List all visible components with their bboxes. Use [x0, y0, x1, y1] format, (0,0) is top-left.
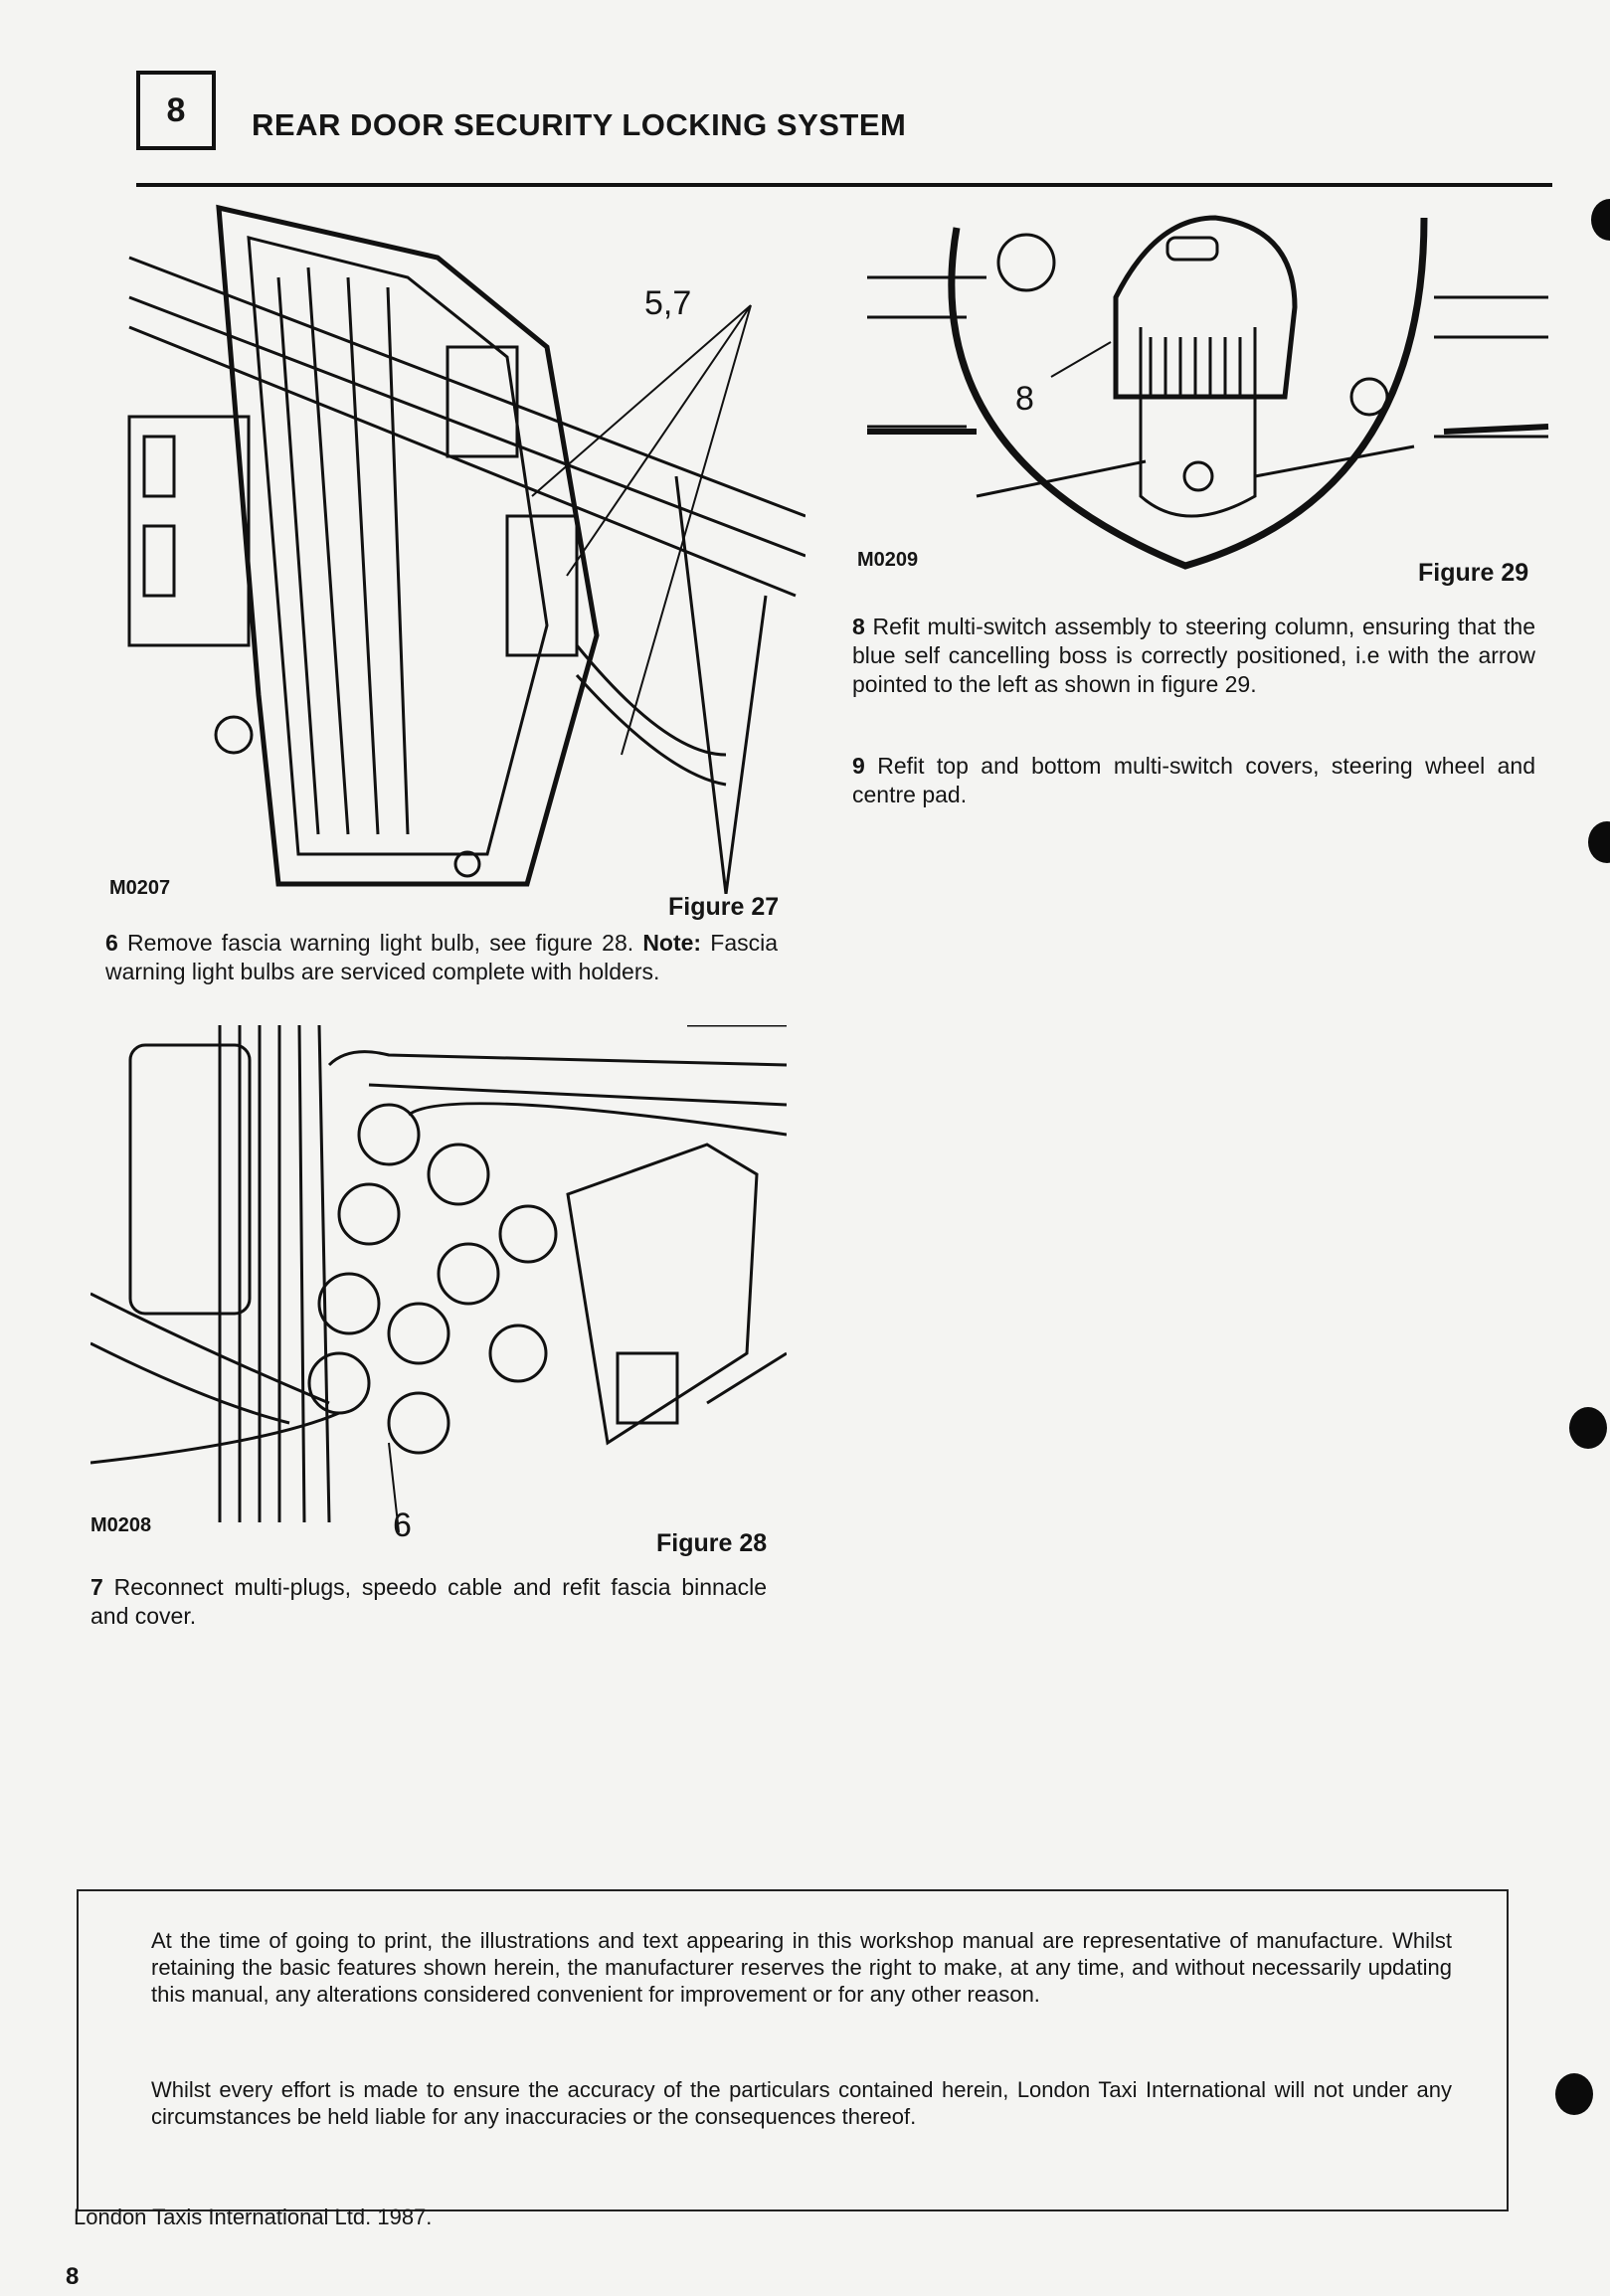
- step-9: 9 Refit top and bottom multi-switch cove…: [852, 752, 1535, 809]
- header-rule: [136, 183, 1552, 187]
- step-7-number: 7: [90, 1574, 103, 1600]
- step-6-text: Remove fascia warning light bulb, see fi…: [126, 930, 634, 956]
- punch-hole: [1588, 821, 1610, 863]
- copyright: London Taxis International Ltd. 1987.: [74, 2205, 433, 2229]
- figure-27-callout: 5,7: [644, 284, 692, 322]
- disclaimer-paragraph-2: Whilst every effort is made to ensure th…: [151, 2077, 1452, 2129]
- step-9-text: Refit top and bottom multi-switch covers…: [852, 753, 1536, 807]
- figure-29-code: M0209: [857, 549, 919, 571]
- figure-27-code: M0207: [109, 877, 171, 899]
- step-6-number: 6: [105, 930, 118, 956]
- disclaimer-box: [77, 1889, 1509, 2211]
- figure-29-illustration: [867, 215, 1549, 570]
- step-6: 6 Remove fascia warning light bulb, see …: [105, 929, 778, 986]
- figure-29-callout: 8: [1015, 380, 1034, 418]
- step-6-note-label: Note:: [642, 930, 702, 956]
- figure-28-illustration: [90, 1025, 787, 1533]
- figure-28-code: M0208: [90, 1514, 152, 1536]
- step-8: 8 Refit multi-switch assembly to steerin…: [852, 613, 1535, 699]
- disclaimer-paragraph-1: At the time of going to print, the illus…: [151, 1928, 1452, 2007]
- step-6-note-text: Fascia warning light bulbs are serviced …: [105, 930, 779, 984]
- step-8-number: 8: [852, 614, 865, 639]
- step-9-number: 9: [852, 753, 865, 779]
- section-number: 8: [166, 90, 186, 129]
- step-8-text: Refit multi-switch assembly to steering …: [852, 614, 1536, 697]
- step-7-text: Reconnect multi-plugs, speedo cable and …: [90, 1574, 767, 1629]
- punch-hole: [1569, 1407, 1607, 1449]
- punch-hole: [1591, 199, 1610, 241]
- section-number-box: [136, 71, 216, 150]
- figure-27-illustration: [127, 204, 805, 894]
- figure-28-label: Figure 28: [656, 1529, 768, 1557]
- figure-28-callout: 6: [393, 1506, 412, 1544]
- punch-hole: [1555, 2073, 1593, 2115]
- page-title: REAR DOOR SECURITY LOCKING SYSTEM: [252, 107, 907, 142]
- figure-27-label: Figure 27: [668, 893, 780, 921]
- page-number: 8: [66, 2263, 80, 2290]
- figure-29-label: Figure 29: [1418, 559, 1529, 587]
- step-7: 7 Reconnect multi-plugs, speedo cable an…: [90, 1573, 767, 1631]
